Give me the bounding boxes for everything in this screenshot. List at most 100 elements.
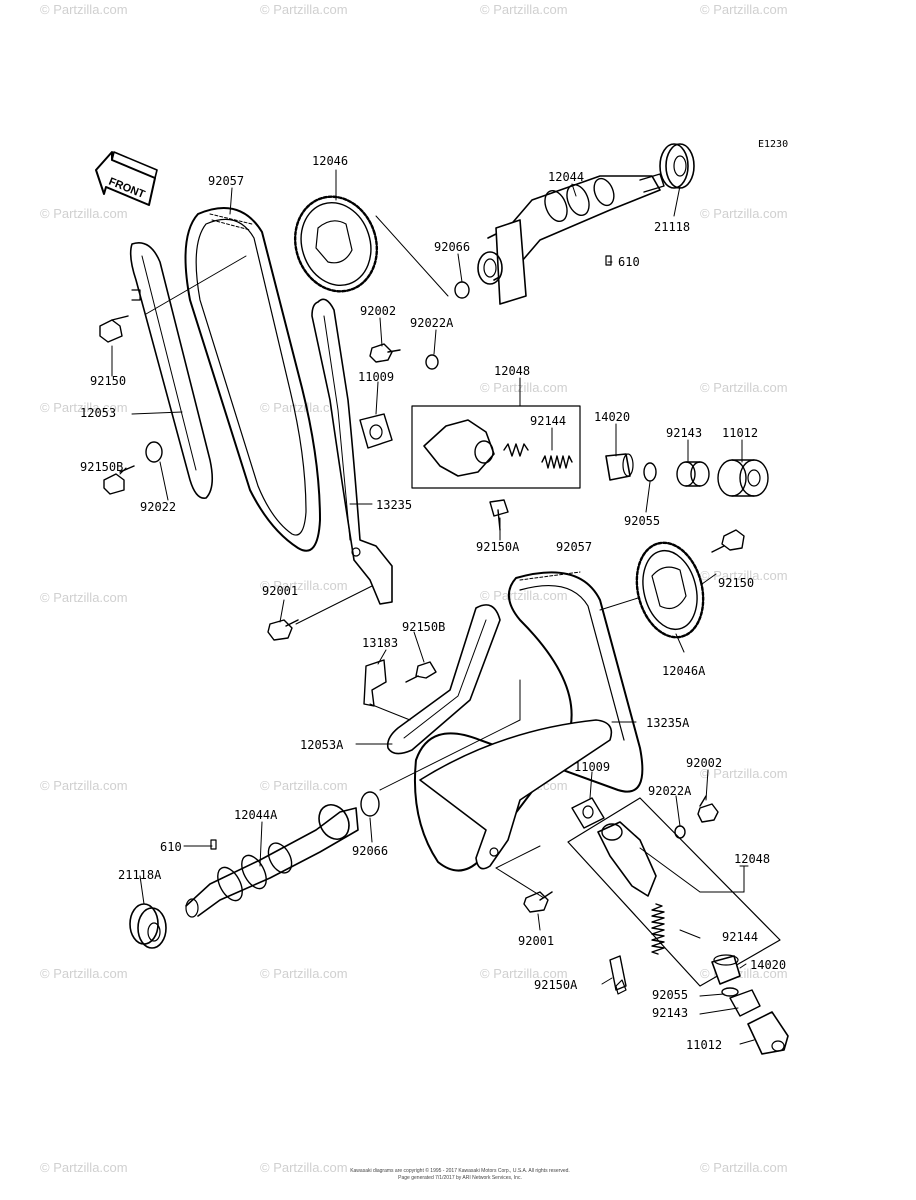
part-label[interactable]: 92001 <box>518 934 555 948</box>
spacer-92143-top <box>676 461 710 487</box>
spacer-92143-bottom <box>729 989 761 1017</box>
part-label[interactable]: 92066 <box>352 844 389 858</box>
tensioner-body-12048 <box>423 419 495 477</box>
part-label[interactable]: 92143 <box>652 1006 689 1020</box>
leader-lines <box>111 169 755 1045</box>
part-label[interactable]: 92150A <box>476 540 520 554</box>
part-label[interactable]: 13235A <box>646 716 690 730</box>
washer-92022 <box>145 441 163 463</box>
watermark: © Partzilla.com <box>700 1160 788 1175</box>
part-label[interactable]: 13235 <box>376 498 413 512</box>
part-label[interactable]: 92150 <box>718 576 755 590</box>
cap-11012-top <box>717 459 769 497</box>
part-label[interactable]: 92002 <box>686 756 723 770</box>
cam-chain-lower <box>413 571 644 872</box>
watermark: © Partzilla.com <box>480 966 568 981</box>
pin-610-top <box>605 255 612 266</box>
camshaft-12044a <box>185 804 359 918</box>
copyright-line-1: Kawasaki diagrams are copyright © 1995 -… <box>350 1168 570 1174</box>
watermark: © Partzilla.com <box>700 2 788 17</box>
pin-610-bottom <box>210 839 217 850</box>
cam-sprocket-12046 <box>293 195 379 293</box>
oring-92055-bottom <box>721 987 739 997</box>
camshaft-cap-21118a <box>129 903 167 949</box>
part-label[interactable]: 14020 <box>594 410 631 424</box>
collar-14020-top <box>605 453 634 481</box>
part-label[interactable]: 11012 <box>686 1038 723 1052</box>
watermark: © Partzilla.com <box>480 380 568 395</box>
part-label[interactable]: 92143 <box>666 426 703 440</box>
watermark: © Partzilla.com <box>700 568 788 583</box>
part-label[interactable]: 92144 <box>530 414 567 428</box>
tensioner-body-12048-bottom <box>597 821 657 897</box>
part-label[interactable]: 92055 <box>652 988 689 1002</box>
gasket-11009-top <box>359 413 393 449</box>
part-label[interactable]: 11012 <box>722 426 759 440</box>
chain-guide-13235 <box>311 298 393 605</box>
part-label[interactable]: 92022A <box>648 784 692 798</box>
watermark: © Partzilla.com <box>260 400 348 415</box>
washer-92022a-bottom <box>674 825 686 839</box>
watermark: © Partzilla.com <box>40 966 128 981</box>
part-label[interactable]: 92150A <box>534 978 578 992</box>
washer-92066-bottom <box>360 791 380 817</box>
part-label[interactable]: 12046 <box>312 154 349 168</box>
gasket-11009-bottom <box>571 797 605 829</box>
watermark: © Partzilla.com <box>40 206 128 221</box>
part-label[interactable]: 92022A <box>410 316 454 330</box>
part-label[interactable]: 21118 <box>654 220 691 234</box>
bolt-92150-right <box>711 529 745 553</box>
bracket-13183 <box>363 659 387 707</box>
collar-14020-bottom <box>711 954 741 985</box>
cam-chain-upper <box>184 207 321 552</box>
part-label[interactable]: 14020 <box>750 958 787 972</box>
part-label[interactable]: 92144 <box>722 930 759 944</box>
bolt-92002-top <box>369 343 401 363</box>
front-arrow-icon: FRONT <box>95 151 158 206</box>
chain-guide-12053 <box>129 242 214 499</box>
watermark: © Partzilla.com <box>700 766 788 781</box>
part-label[interactable]: 21118A <box>118 868 162 882</box>
part-label[interactable]: 92002 <box>360 304 397 318</box>
bolt-92001-bottom <box>523 891 553 913</box>
watermark: © Partzilla.com <box>260 966 348 981</box>
camshaft-cap-21118 <box>659 143 695 189</box>
part-label[interactable]: 92150 <box>90 374 127 388</box>
copyright-line-2: Page generated 7/1/2017 by ARI Network S… <box>398 1175 522 1181</box>
part-label[interactable]: 11009 <box>574 760 611 774</box>
camshaft-12044 <box>477 173 665 305</box>
part-label[interactable]: 12044 <box>548 170 585 184</box>
diagram-code: E1230 <box>758 139 789 150</box>
part-label[interactable]: 610 <box>160 840 182 854</box>
part-label[interactable]: 12053A <box>300 738 344 752</box>
part-label[interactable]: 92001 <box>262 584 299 598</box>
bolt-92150a-bottom <box>609 955 627 995</box>
watermark: © Partzilla.com <box>260 2 348 17</box>
part-label[interactable]: 610 <box>618 255 640 269</box>
part-label[interactable]: 12048 <box>734 852 771 866</box>
part-label[interactable]: 13183 <box>362 636 399 650</box>
part-label[interactable]: 12044A <box>234 808 278 822</box>
part-label[interactable]: 12048 <box>494 364 531 378</box>
oring-92055-top <box>643 462 657 482</box>
part-label[interactable]: 92055 <box>624 514 661 528</box>
part-label[interactable]: 11009 <box>358 370 395 384</box>
part-label[interactable]: 92022 <box>140 500 177 514</box>
bolt-92150b-left <box>103 465 135 495</box>
chain-guide-13235a <box>419 719 613 870</box>
part-label[interactable]: 92057 <box>208 174 245 188</box>
part-label[interactable]: 92057 <box>556 540 593 554</box>
part-label[interactable]: 92150B <box>402 620 446 634</box>
part-label[interactable]: 12053 <box>80 406 117 420</box>
washer-92022a-top <box>425 354 439 370</box>
watermark: © Partzilla.com <box>700 206 788 221</box>
part-label[interactable]: 92066 <box>434 240 471 254</box>
bolt-92001-top <box>267 619 299 641</box>
watermark: © Partzilla.com <box>260 778 348 793</box>
part-label[interactable]: 12046A <box>662 664 706 678</box>
watermark: © Partzilla.com <box>40 778 128 793</box>
spring-92144-bottom <box>651 903 665 955</box>
part-label[interactable]: 92150B <box>80 460 124 474</box>
